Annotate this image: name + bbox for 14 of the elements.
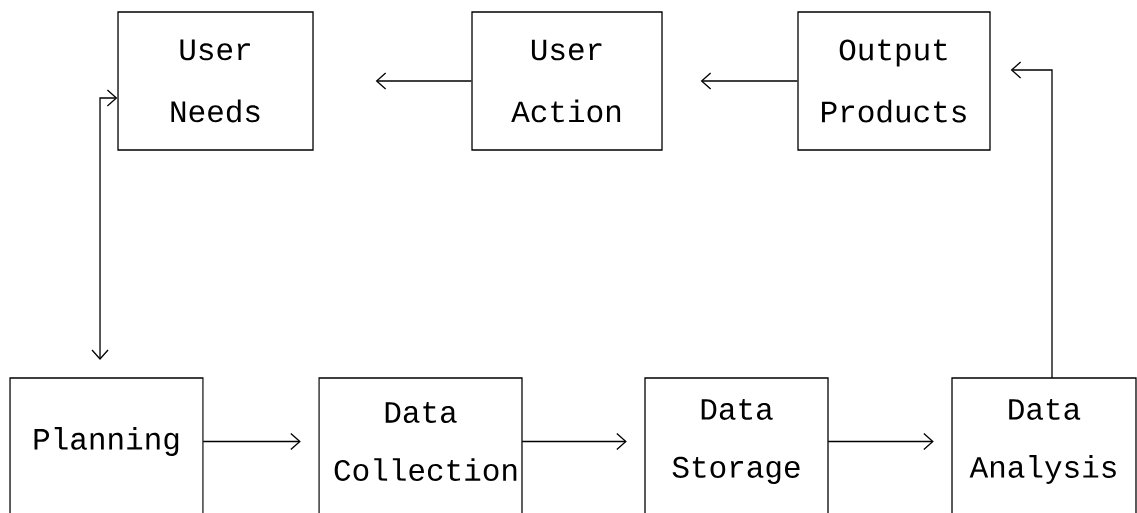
process-box: User Action [471, 11, 663, 151]
arrow [1010, 61, 1053, 379]
process-box: Output Products [797, 11, 991, 151]
arrow [827, 432, 934, 451]
process-box: Data Storage [644, 377, 829, 513]
arrow [375, 72, 472, 90]
arrow [91, 89, 118, 360]
arrow [700, 72, 798, 90]
process-box: Data Collection [318, 377, 523, 513]
process-box: Planning [9, 377, 204, 513]
arrow [202, 432, 301, 451]
arrow [521, 432, 627, 451]
process-box: User Needs [117, 11, 314, 151]
process-box: Data Analysis [951, 377, 1137, 513]
